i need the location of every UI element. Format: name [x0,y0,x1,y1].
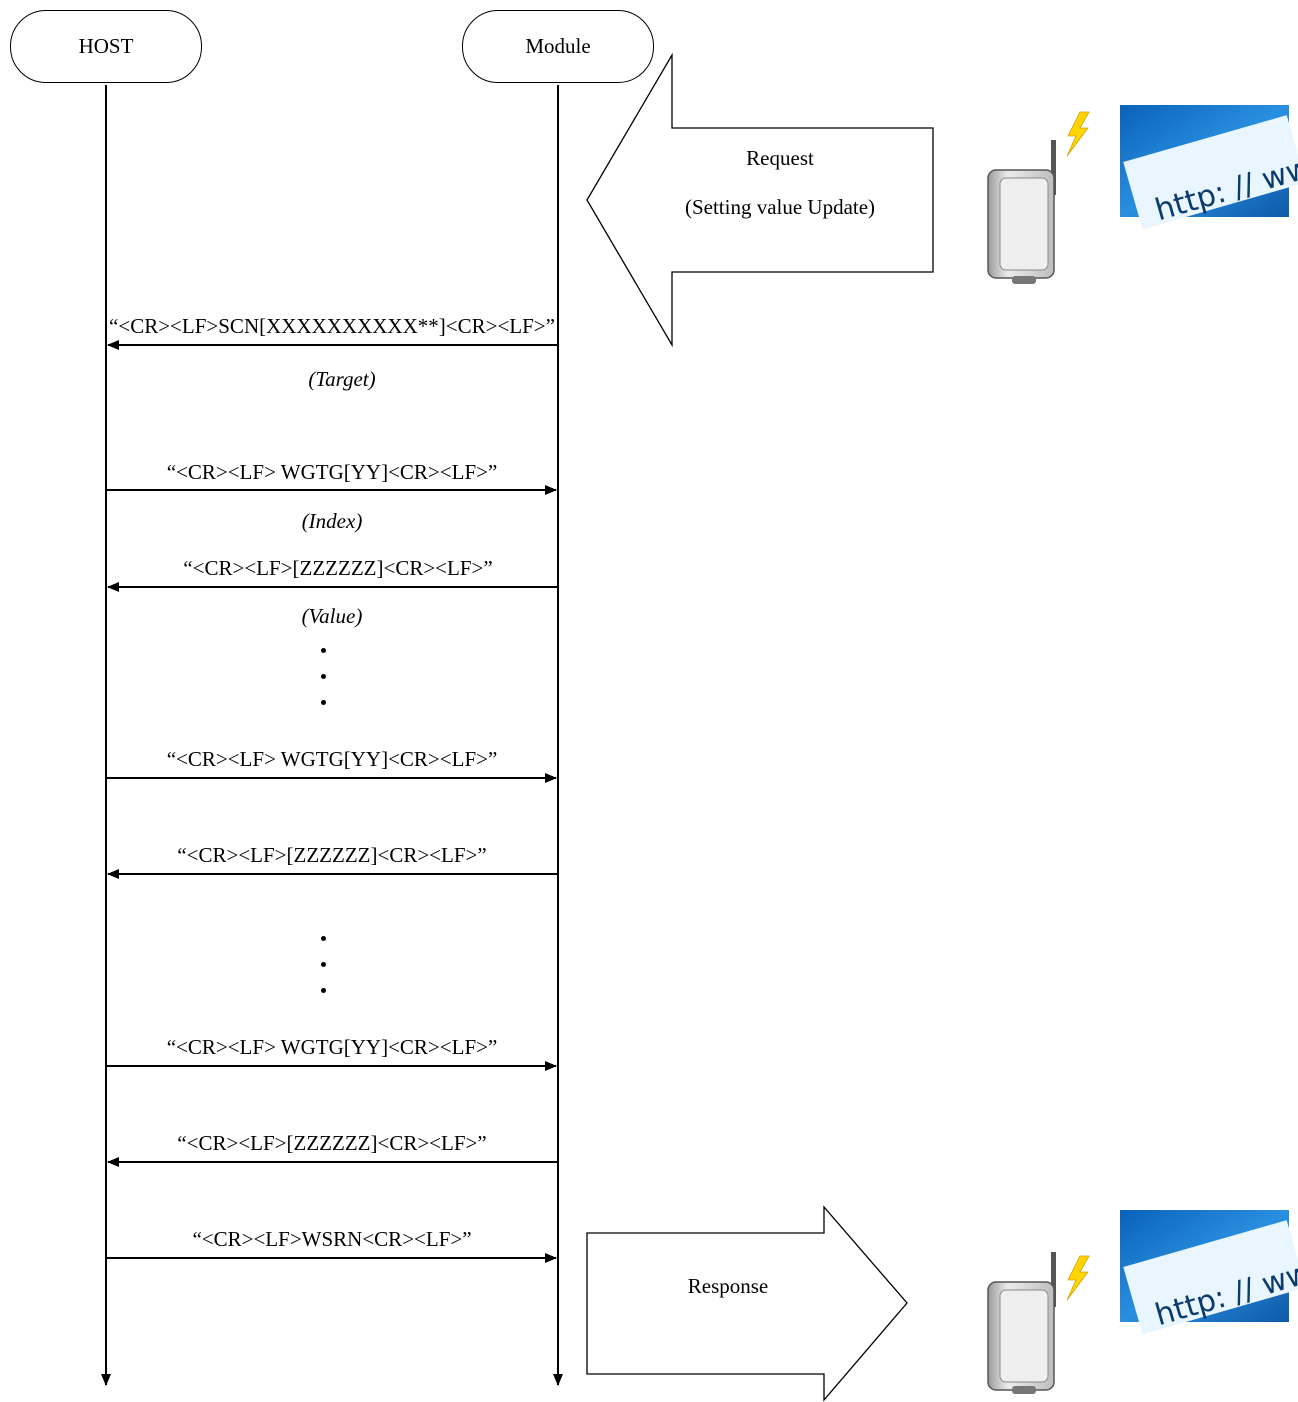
message-label: “<CR><LF>[ZZZZZZ]<CR><LF>” [177,1133,486,1154]
router-icon [988,140,1056,284]
request-sublabel: (Setting value Update) [685,197,875,218]
ellipsis-dot [321,674,326,679]
message-label: “<CR><LF> WGTG[YY]<CR><LF>” [167,749,498,770]
lightning-icon [1067,1256,1089,1300]
message-note: (Target) [308,369,375,390]
response-block-arrow [587,1207,907,1400]
message-note: (Value) [302,606,363,627]
response-label: Response [688,1276,769,1297]
message-label: “<CR><LF>WSRN<CR><LF>” [192,1229,471,1250]
lightning-icon [1067,112,1089,156]
message-label: “<CR><LF>SCN[XXXXXXXXXX**]<CR><LF>” [109,316,555,337]
url-banner-icon: http: // ww [1120,1210,1298,1334]
host-label: HOST [79,34,134,59]
message-note: (Index) [302,511,363,532]
host-actor: HOST [10,10,202,83]
module-label: Module [525,34,590,59]
module-actor: Module [462,10,654,83]
message-label: “<CR><LF>[ZZZZZZ]<CR><LF>” [177,845,486,866]
ellipsis-dot [321,988,326,993]
message-label: “<CR><LF> WGTG[YY]<CR><LF>” [167,462,498,483]
ellipsis-dot [321,936,326,941]
ellipsis-dot [321,700,326,705]
router-icon [988,1252,1056,1394]
message-label: “<CR><LF> WGTG[YY]<CR><LF>” [167,1037,498,1058]
ellipsis-dot [321,648,326,653]
message-label: “<CR><LF>[ZZZZZZ]<CR><LF>” [183,558,492,579]
request-label: Request [746,148,814,169]
ellipsis-dot [321,962,326,967]
url-banner-icon: http: // ww [1120,105,1298,229]
